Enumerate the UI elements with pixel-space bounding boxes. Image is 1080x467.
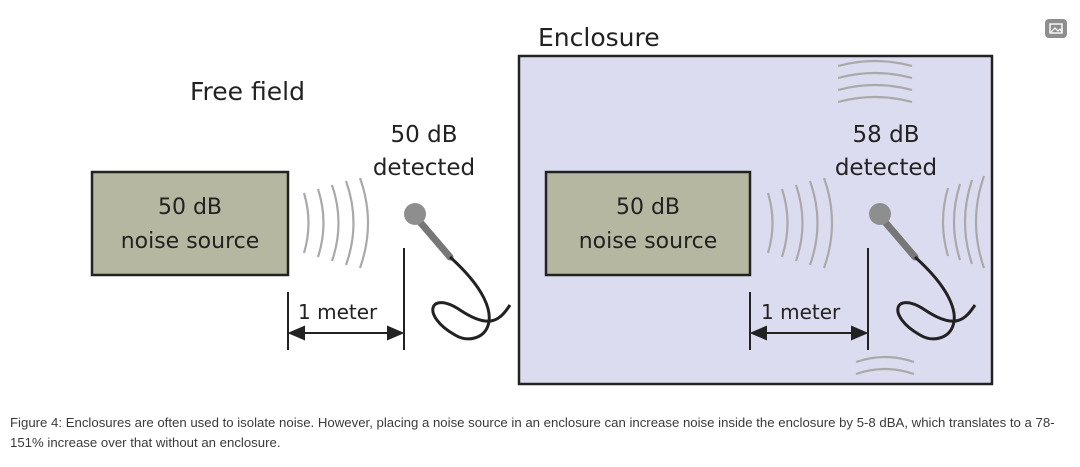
reflected-waves-bottom-wall bbox=[855, 355, 915, 376]
left-noise-source-box bbox=[90, 170, 290, 277]
right-source-label: noise source bbox=[578, 229, 718, 254]
left-detected-label: detected bbox=[372, 155, 476, 181]
right-source-value: 50 dB bbox=[615, 195, 681, 220]
enclosure-title: Enclosure bbox=[538, 23, 660, 52]
right-distance-label: 1 meter bbox=[761, 300, 841, 324]
figure-caption: Figure 4: Enclosures are often used to i… bbox=[10, 415, 1055, 450]
left-source-value: 50 dB bbox=[157, 195, 223, 220]
reflected-waves-top-wall bbox=[837, 59, 913, 104]
left-distance-label: 1 meter bbox=[298, 300, 378, 324]
reflected-waves-right-wall bbox=[941, 175, 986, 269]
free-field-title: Free field bbox=[190, 77, 305, 106]
figure: Enclosure Free field 50 dB detected 58 d… bbox=[90, 23, 994, 386]
right-sound-waves bbox=[766, 177, 834, 269]
right-distance-marker bbox=[749, 248, 869, 350]
left-distance-marker bbox=[287, 248, 405, 350]
left-sound-waves bbox=[302, 177, 370, 269]
diagram-graphic bbox=[90, 54, 994, 386]
right-microphone-icon bbox=[869, 203, 977, 341]
left-microphone-icon bbox=[404, 203, 512, 341]
right-detected-value: 58 dB bbox=[852, 122, 920, 148]
left-source-label: noise source bbox=[120, 229, 260, 254]
right-detected-label: detected bbox=[834, 155, 938, 181]
left-detected-value: 50 dB bbox=[390, 122, 458, 148]
image-icon[interactable] bbox=[1045, 19, 1067, 38]
right-noise-source-box bbox=[544, 170, 752, 277]
